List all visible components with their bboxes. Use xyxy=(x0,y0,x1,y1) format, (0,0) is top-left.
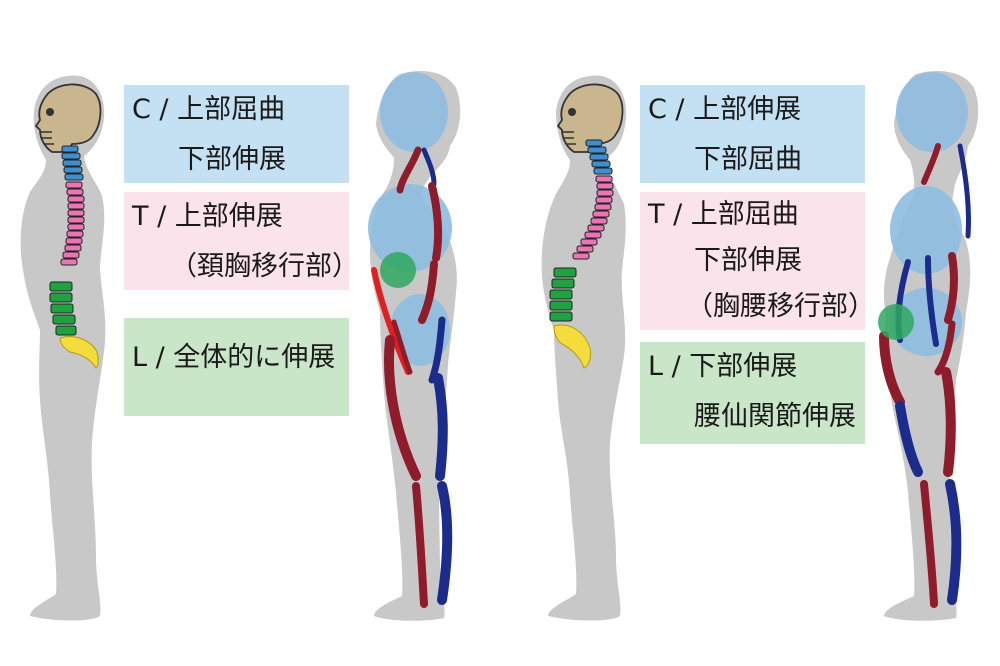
left-muscle-figure xyxy=(368,70,461,621)
right-thoracic-box: T / 上部屈曲 下部伸展 （胸腰移行部） xyxy=(640,192,875,330)
right-thoracic-line3: （胸腰移行部） xyxy=(686,291,875,322)
right-thoracic-line1: T / 上部屈曲 xyxy=(648,199,799,230)
left-skeleton-figure xyxy=(20,75,106,621)
cervical-spine xyxy=(61,145,84,181)
cervical-spine xyxy=(585,139,613,175)
organ-regions xyxy=(890,72,968,356)
sacrum xyxy=(553,324,591,369)
muscle-lines xyxy=(371,146,453,608)
left-cervical-line2: 下部伸展 xyxy=(178,144,286,175)
left-lumbar-line1: L / 全体的に伸展 xyxy=(132,342,336,373)
sacrum xyxy=(59,336,99,369)
left-thoracic-line1: T / 上部伸展 xyxy=(132,201,283,232)
pivot-marker xyxy=(878,304,914,340)
right-cervical-line1: C / 上部伸展 xyxy=(648,94,802,125)
right-lumbar-box: L / 下部伸展 腰仙関節伸展 xyxy=(640,342,865,444)
thoracic-spine xyxy=(60,181,85,266)
right-cervical-line2: 下部屈曲 xyxy=(694,144,802,175)
left-cervical-line1: C / 上部屈曲 xyxy=(132,94,286,125)
skull-icon xyxy=(556,83,624,153)
right-lumbar-line2: 腰仙関節伸展 xyxy=(694,401,856,432)
thoracic-spine xyxy=(572,175,614,260)
left-thoracic-box: T / 上部伸展 （頚胸移行部） xyxy=(124,192,359,290)
right-thoracic-line2: 下部伸展 xyxy=(694,245,802,276)
left-lumbar-box: L / 全体的に伸展 xyxy=(124,318,349,416)
lumbar-spine xyxy=(549,267,577,322)
pivot-marker xyxy=(380,252,416,288)
right-cervical-box: C / 上部伸展 下部屈曲 xyxy=(640,85,865,183)
left-cervical-box: C / 上部屈曲 下部伸展 xyxy=(124,85,349,183)
right-skeleton-figure xyxy=(541,75,627,621)
organ-regions xyxy=(368,72,452,366)
skull-icon xyxy=(34,83,102,153)
lumbar-spine xyxy=(49,281,77,336)
left-thoracic-line2: （頚胸移行部） xyxy=(170,251,359,282)
right-muscle-figure xyxy=(878,70,979,621)
right-lumbar-line1: L / 下部伸展 xyxy=(648,351,798,382)
